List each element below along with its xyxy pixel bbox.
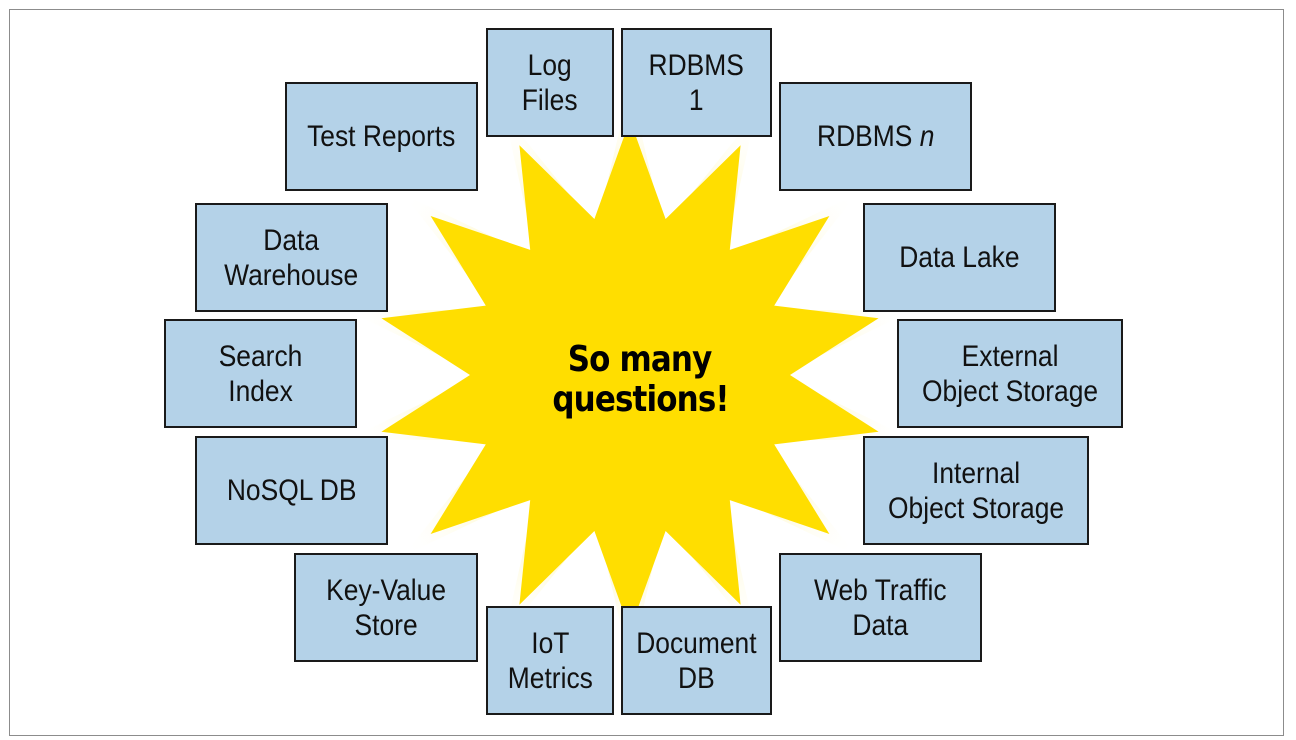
center-text: So many questions!: [490, 330, 790, 430]
box-data-lake: Data Lake: [863, 203, 1056, 312]
center-text-line-1: So many: [568, 339, 713, 380]
box-rdbms-n: RDBMS n: [779, 82, 972, 191]
box-nosql-db: NoSQL DB: [195, 436, 388, 545]
box-test-reports: Test Reports: [285, 82, 478, 191]
starburst-core: [381, 120, 879, 630]
center-text-line-2: questions!: [551, 379, 729, 420]
figure-frame: [9, 9, 1284, 736]
